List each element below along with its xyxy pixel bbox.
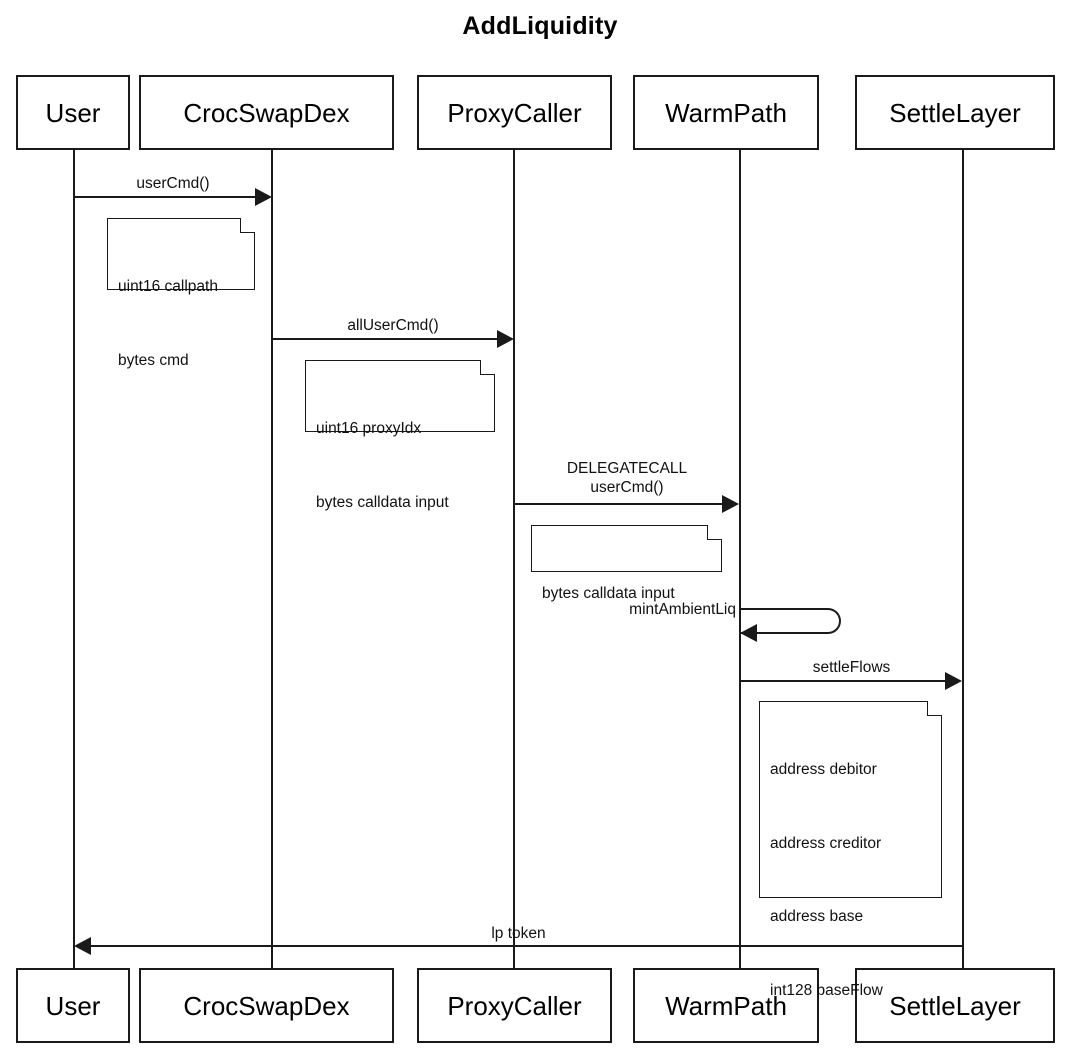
participant-label: WarmPath [665,97,787,128]
note-line: uint16 callpath [118,278,218,295]
participant-header-settlelayer[interactable]: SettleLayer [855,75,1055,150]
message-label-settle-flows: settleFlows [812,659,891,676]
note-user-cmd: uint16 callpath bytes cmd [107,218,255,369]
lifeline-warmpath [739,150,741,968]
participant-header-user[interactable]: User [16,75,130,150]
participant-label: SettleLayer [889,97,1021,128]
note-line: bytes calldata input [316,493,449,511]
note-shape [531,525,722,572]
lifeline-crocswapdex [271,150,273,968]
note-shape [759,701,942,898]
participant-footer-proxycaller[interactable]: ProxyCaller [417,968,612,1043]
participant-footer-user[interactable]: User [16,968,130,1043]
note-line: int128 baseFlow [770,981,883,999]
participant-label: CrocSwapDex [183,97,350,128]
note-line: address creditor [770,834,882,852]
participant-header-crocswapdex[interactable]: CrocSwapDex [139,75,394,150]
message-label-mint-ambient-liq: mintAmbientLiq [629,601,736,618]
participant-label: User [45,990,101,1021]
lifeline-user [73,150,75,968]
participant-label: User [45,97,101,128]
self-call-loop-mint-ambient-liq [740,608,841,634]
participant-header-warmpath[interactable]: WarmPath [633,75,819,150]
note-fold-corner [240,218,255,233]
message-label-delegatecall-user-cmd: DELEGATECALL userCmd() [566,460,688,496]
note-line: uint16 proxyIdx [316,420,422,437]
lifeline-proxycaller [513,150,515,968]
message-arrowhead-all-user-cmd [497,330,514,348]
message-arrowhead-user-cmd [255,188,272,206]
lifeline-settlelayer [962,150,964,968]
note-delegatecall: bytes calldata input [531,525,722,602]
message-line-all-user-cmd [272,338,498,340]
participant-label: ProxyCaller [447,97,582,128]
note-text: bytes calldata input [531,525,722,662]
diagram-title: AddLiquidity [462,12,618,40]
participant-label: WarmPath [665,990,787,1021]
message-line-settle-flows [740,680,946,682]
note-fold-corner [927,701,942,716]
participant-label: ProxyCaller [447,990,582,1021]
note-text: address debitor address creditor address… [759,701,942,1056]
note-text: uint16 proxyIdx bytes calldata input [305,360,495,570]
message-arrowhead-lp-token [74,937,91,955]
participant-label: SettleLayer [889,990,1021,1021]
note-line: address base [770,908,864,925]
note-shape [305,360,495,432]
participant-header-proxycaller[interactable]: ProxyCaller [417,75,612,150]
note-fold-corner [480,360,495,375]
participant-footer-crocswapdex[interactable]: CrocSwapDex [139,968,394,1043]
message-line-user-cmd [74,196,256,198]
message-arrowhead-mint-ambient-liq [740,624,757,642]
message-arrowhead-delegatecall-user-cmd [722,495,739,513]
note-line: bytes calldata input [542,585,675,602]
note-line: address quote [770,1052,932,1056]
message-line-lp-token [90,945,963,947]
message-arrowhead-settle-flows [945,672,962,690]
note-shape [107,218,255,290]
note-line: address debitor [770,761,877,778]
note-settle-flows: address debitor address creditor address… [759,701,942,1056]
message-label-user-cmd: userCmd() [136,175,210,192]
participant-footer-settlelayer[interactable]: SettleLayer [855,968,1055,1043]
note-fold-corner [707,525,722,540]
note-line: bytes cmd [118,351,189,369]
participant-label: CrocSwapDex [183,990,350,1021]
message-label-all-user-cmd: allUserCmd() [347,317,439,334]
note-text: uint16 callpath bytes cmd [107,218,255,428]
message-line-delegatecall-user-cmd [514,503,723,505]
participant-footer-warmpath[interactable]: WarmPath [633,968,819,1043]
message-label-lp-token: lp token [491,925,546,942]
note-all-user-cmd: uint16 proxyIdx bytes calldata input [305,360,495,511]
